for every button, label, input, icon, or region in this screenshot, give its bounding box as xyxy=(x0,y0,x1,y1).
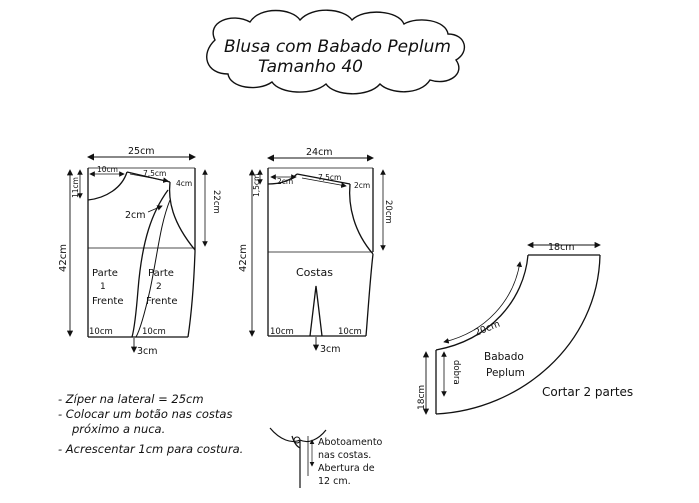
closure-l4: 12 cm. xyxy=(318,476,351,487)
front-bottom-extra: 3cm xyxy=(137,346,158,357)
front-part1-l3: Frente xyxy=(92,296,123,307)
peplum-inner-curve: 20cm xyxy=(473,319,502,339)
closure-l2: nas costas. xyxy=(318,450,371,461)
back-dart-bottom: 3cm xyxy=(320,344,341,355)
peplum-cut-note: Cortar 2 partes xyxy=(542,385,633,399)
front-bottom-left: 10cm xyxy=(89,327,113,337)
back-pattern xyxy=(248,154,386,351)
title-cloud xyxy=(206,9,466,95)
back-neck-width: 2cm xyxy=(277,177,293,186)
note-button-cont: próximo a nuca. xyxy=(72,422,166,436)
note-button: - Colocar um botão nas costas xyxy=(58,407,233,421)
front-pattern xyxy=(66,153,208,353)
front-shoulder: 7,5cm xyxy=(143,169,166,178)
front-dart-top: 4cm xyxy=(176,179,192,188)
front-overlap: 2cm xyxy=(125,210,146,221)
back-label: Costas xyxy=(296,266,333,279)
front-part1-l2: 1 xyxy=(100,282,106,292)
back-neck-depth: 1,5cm xyxy=(252,174,261,197)
peplum-top: 18cm xyxy=(548,242,575,253)
front-width-top: 25cm xyxy=(128,146,155,157)
front-bottom-right: 10cm xyxy=(142,327,166,337)
peplum-label1: Babado xyxy=(484,351,524,363)
back-total-height: 42cm xyxy=(238,244,249,272)
back-shoulder: 7,5cm xyxy=(318,173,341,182)
back-dart-top: 2cm xyxy=(354,181,370,190)
peplum-height: 18cm xyxy=(417,385,427,410)
front-part1-l1: Parte xyxy=(92,268,118,279)
front-armhole-depth: 22cm xyxy=(211,190,221,214)
back-bottom-right: 10cm xyxy=(338,327,362,337)
back-armhole-depth: 20cm xyxy=(383,200,393,224)
peplum-label2: Peplum xyxy=(486,367,525,379)
closure-l3: Abertura de xyxy=(318,463,375,474)
back-width-top: 24cm xyxy=(306,147,333,158)
note-seam: - Acrescentar 1cm para costura. xyxy=(58,442,244,456)
front-neck-depth: 11cm xyxy=(71,177,80,198)
front-total-height: 42cm xyxy=(58,244,69,272)
title-line1: Blusa com Babado Peplum xyxy=(224,37,451,57)
closure-l1: Abotoamento xyxy=(318,437,383,448)
peplum-pattern xyxy=(422,241,601,415)
back-bottom-left: 10cm xyxy=(270,327,294,337)
closure-detail xyxy=(269,427,327,488)
front-part2-l2: 2 xyxy=(156,282,162,292)
front-neck-width: 10cm xyxy=(97,165,118,174)
peplum-fold: dobra xyxy=(451,360,461,385)
title-line2: Tamanho 40 xyxy=(258,57,363,77)
front-part2-l3: Frente xyxy=(146,296,177,307)
note-zipper: - Zíper na lateral = 25cm xyxy=(58,392,204,406)
front-part2-l1: Parte xyxy=(148,268,174,279)
